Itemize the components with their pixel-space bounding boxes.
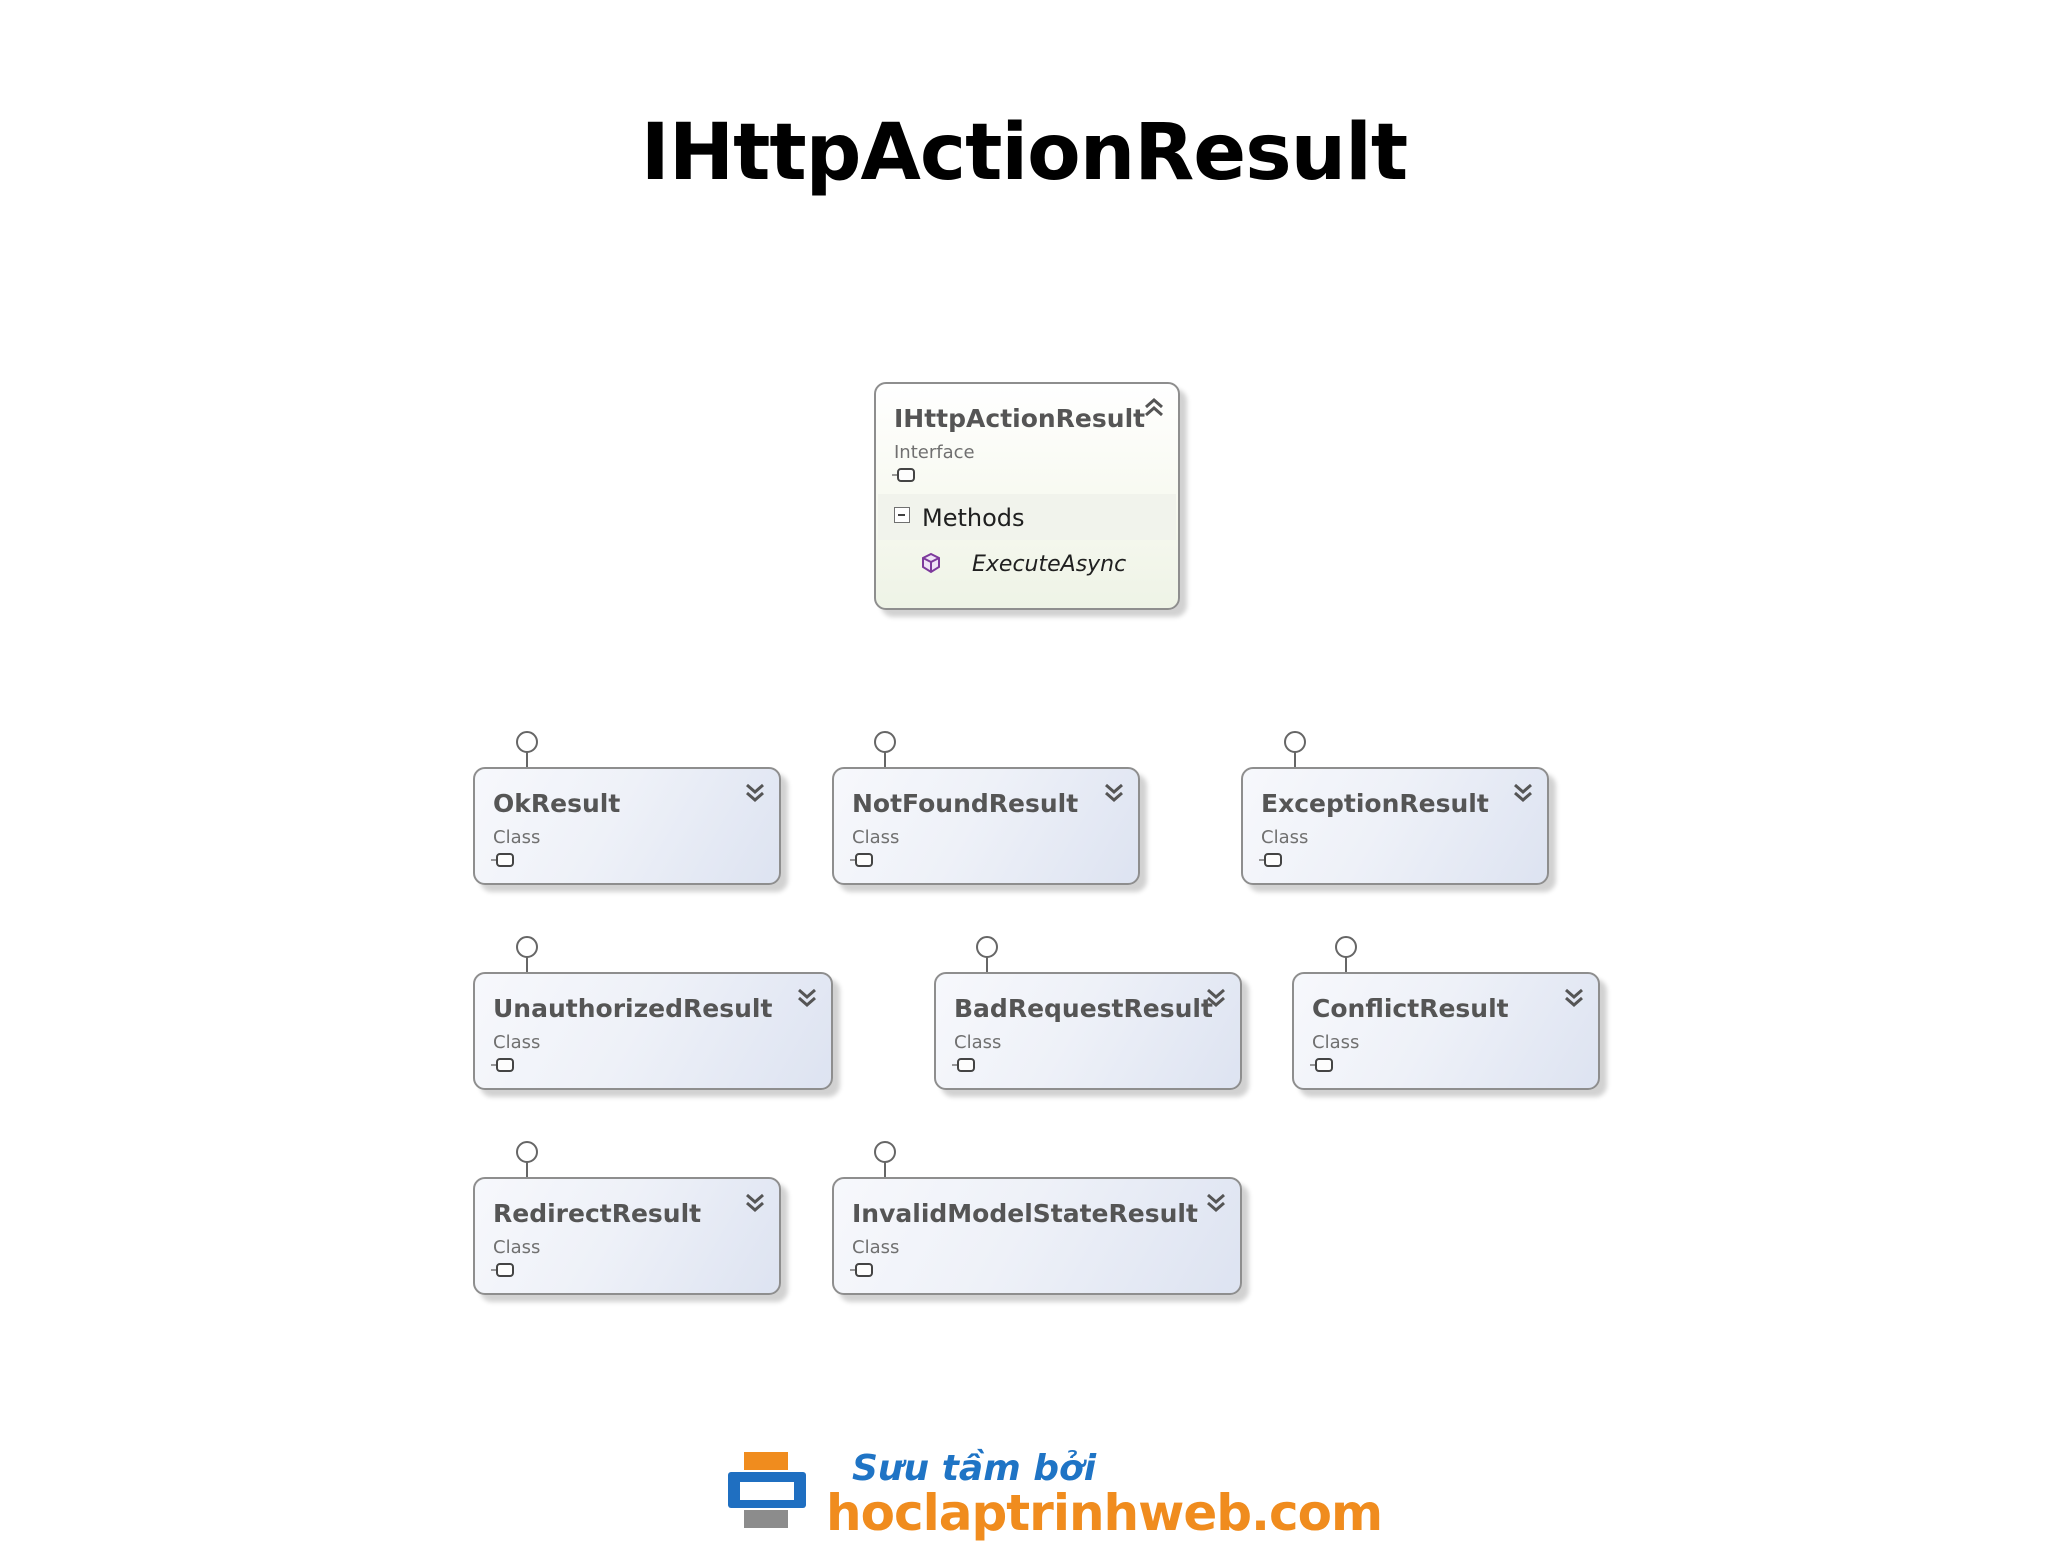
class-box-okresult[interactable]: OkResult Class — [473, 767, 781, 885]
methods-section-header[interactable]: Methods — [878, 494, 1176, 540]
expand-chevron-down-icon[interactable] — [1206, 1193, 1226, 1212]
slide-title: IHttpActionResult — [640, 108, 1408, 198]
class-name: UnauthorizedResult — [493, 994, 773, 1023]
class-type-label: Class — [852, 1237, 900, 1258]
method-cube-icon — [922, 552, 940, 574]
collapse-chevron-up-icon[interactable] — [1144, 398, 1164, 417]
expand-chevron-down-icon[interactable] — [1104, 783, 1124, 802]
class-icon — [491, 1058, 514, 1072]
expand-chevron-down-icon[interactable] — [745, 783, 765, 802]
class-box-notfoundresult[interactable]: NotFoundResult Class — [832, 767, 1140, 885]
class-icon — [850, 853, 873, 867]
class-name: BadRequestResult — [954, 994, 1213, 1023]
logo-site-name: hoclaptrinhweb.com — [826, 1484, 1383, 1542]
class-type-label: Class — [493, 1237, 541, 1258]
class-type-label: Class — [852, 827, 900, 848]
class-type-label: Class — [1261, 827, 1309, 848]
collapse-toggle-icon[interactable] — [894, 507, 910, 523]
class-name: InvalidModelStateResult — [852, 1199, 1198, 1228]
class-icon — [491, 1263, 514, 1277]
class-box-conflictresult[interactable]: ConflictResult Class — [1292, 972, 1600, 1090]
class-box-exceptionresult[interactable]: ExceptionResult Class — [1241, 767, 1549, 885]
class-type-label: Class — [493, 1032, 541, 1053]
interface-name: IHttpActionResult — [894, 404, 1146, 433]
interface-type-label: Interface — [894, 442, 975, 463]
interface-box-ihttpactionresult[interactable]: IHttpActionResult Interface Methods Exec… — [874, 382, 1180, 610]
class-name: NotFoundResult — [852, 789, 1079, 818]
class-box-unauthorizedresult[interactable]: UnauthorizedResult Class — [473, 972, 833, 1090]
class-box-redirectresult[interactable]: RedirectResult Class — [473, 1177, 781, 1295]
expand-chevron-down-icon[interactable] — [745, 1193, 765, 1212]
class-box-badrequestresult[interactable]: BadRequestResult Class — [934, 972, 1242, 1090]
methods-section-label: Methods — [922, 504, 1025, 532]
class-type-label: Class — [1312, 1032, 1360, 1053]
class-name: ExceptionResult — [1261, 789, 1489, 818]
method-executeasync[interactable]: ExecuteAsync — [972, 552, 1127, 577]
class-icon — [1259, 853, 1282, 867]
site-logo-icon — [728, 1452, 806, 1528]
expand-chevron-down-icon[interactable] — [1513, 783, 1533, 802]
interface-lollipop-icon — [892, 468, 915, 482]
class-icon — [952, 1058, 975, 1072]
class-type-label: Class — [493, 827, 541, 848]
class-type-label: Class — [954, 1032, 1002, 1053]
expand-chevron-down-icon[interactable] — [797, 988, 817, 1007]
class-icon — [491, 853, 514, 867]
expand-chevron-down-icon[interactable] — [1206, 988, 1226, 1007]
class-name: RedirectResult — [493, 1199, 702, 1228]
expand-chevron-down-icon[interactable] — [1564, 988, 1584, 1007]
class-name: OkResult — [493, 789, 621, 818]
logo-tagline: Sưu tầm bởi — [852, 1448, 1097, 1489]
class-icon — [850, 1263, 873, 1277]
class-icon — [1310, 1058, 1333, 1072]
class-box-invalidmodelstateresult[interactable]: InvalidModelStateResult Class — [832, 1177, 1242, 1295]
class-name: ConflictResult — [1312, 994, 1509, 1023]
